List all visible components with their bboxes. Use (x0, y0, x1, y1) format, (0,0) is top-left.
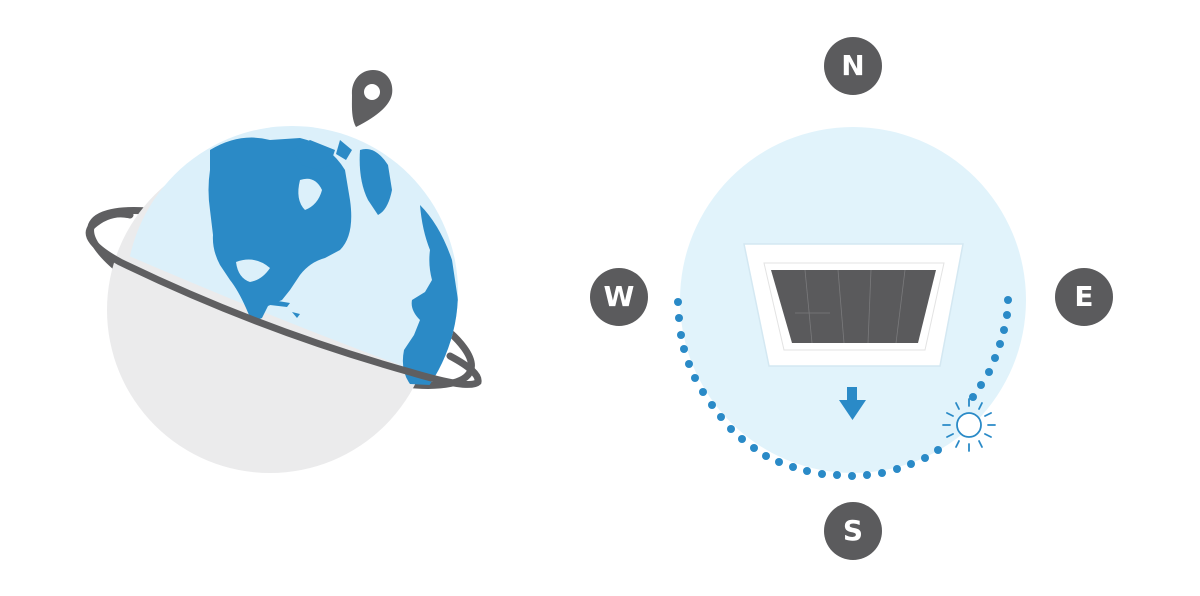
compass-west-label: W (603, 280, 635, 313)
globe-icon (107, 126, 458, 473)
arrow-down-icon (839, 387, 866, 420)
compass-south-label: S (842, 514, 864, 547)
compass-south-badge: S (824, 502, 882, 560)
sun-path-dotted-arc (674, 296, 1012, 480)
compass-west-badge: W (590, 268, 648, 326)
sun-icon (942, 398, 996, 452)
compass-north-badge: N (824, 37, 882, 95)
location-pin-icon (351, 70, 393, 127)
solar-panel-icon (743, 243, 964, 367)
compass-east-label: E (1074, 280, 1094, 313)
orbit-ring (85, 210, 482, 388)
compass-north-label: N (841, 49, 865, 82)
compass-east-badge: E (1055, 268, 1113, 326)
